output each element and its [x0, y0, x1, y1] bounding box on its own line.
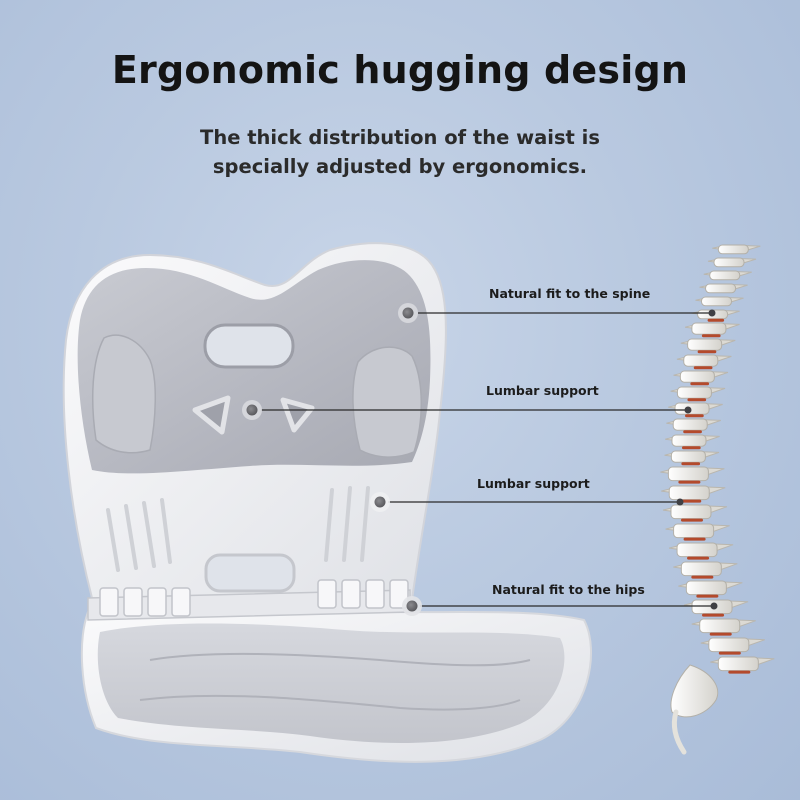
seat-handle-hole [204, 553, 296, 593]
vertebra [717, 656, 759, 672]
vertebra [687, 338, 723, 351]
sacrum [670, 664, 719, 718]
vertebra [674, 402, 710, 415]
callout-label-spine: Natural fit to the spine [489, 286, 651, 301]
right-bolster [352, 346, 423, 458]
vertebra [676, 386, 712, 399]
vertebra [676, 542, 718, 558]
vertebral-disc [680, 518, 703, 522]
vertebral-disc [728, 670, 751, 674]
vertebral-disc [718, 651, 741, 655]
vertebra [668, 485, 710, 501]
vertebra [699, 618, 741, 634]
vertebral-disc [678, 480, 701, 484]
vertebra [705, 283, 737, 294]
vertebra [671, 434, 707, 447]
callout-label-lumbar-1: Lumbar support [486, 383, 599, 398]
vertebral-disc [707, 318, 725, 322]
vertebral-disc [683, 537, 706, 541]
vertebral-disc [697, 350, 717, 354]
seat-cushion-product [62, 242, 592, 763]
vertebra [673, 523, 715, 539]
vertebra [670, 450, 706, 463]
vertebral-disc [681, 462, 701, 466]
vertebra [683, 354, 719, 367]
subtitle-line-1: The thick distribution of the waist is [200, 126, 600, 149]
vertebral-disc [687, 398, 707, 402]
vertebral-disc [701, 334, 721, 338]
page-title: Ergonomic hugging design [111, 48, 689, 92]
seat-pad-contour [139, 652, 531, 711]
seat-pad [97, 623, 565, 744]
hinge-knuckles [99, 579, 409, 617]
vertebral-disc [683, 430, 702, 434]
vertebra [691, 322, 727, 335]
callout-lines [261, 312, 714, 607]
vertebral-disc [685, 414, 704, 418]
vertebra [709, 270, 741, 281]
lumbar-bump-right [280, 397, 315, 433]
vertebra [680, 561, 722, 577]
vertebra [713, 257, 745, 268]
coccyx [671, 709, 687, 755]
vertebral-disc [693, 366, 713, 370]
vertebra [672, 418, 708, 431]
vertebra [701, 296, 733, 307]
subtitle-line-2: specially adjusted by ergonomics. [212, 155, 588, 178]
callout-dots [242, 303, 422, 616]
vertebral-disc [709, 632, 732, 636]
vertebral-disc [679, 499, 702, 503]
backrest-handle-hole [203, 323, 295, 369]
spine-illustration [660, 244, 775, 755]
lumbar-bump-left [192, 395, 231, 435]
callout-label-lumbar-2: Lumbar support [477, 476, 590, 491]
vertebral-disc [681, 446, 701, 450]
vertebra [708, 637, 750, 653]
vertebra [670, 504, 712, 520]
vertebra [667, 466, 709, 482]
vertebral-disc [687, 556, 710, 560]
backrest-ribs [106, 486, 370, 572]
callout-label-hips: Natural fit to the hips [492, 582, 645, 597]
page-subtitle: The thick distribution of the waist is s… [0, 123, 800, 181]
vertebral-disc [696, 594, 719, 598]
left-bolster [91, 334, 156, 454]
vertebra [717, 244, 749, 255]
vertebra [685, 580, 727, 596]
vertebra [679, 370, 715, 383]
spine-markers [676, 309, 718, 610]
vertebral-disc [691, 575, 714, 579]
vertebral-disc [702, 613, 725, 617]
vertebral-disc [690, 382, 710, 386]
